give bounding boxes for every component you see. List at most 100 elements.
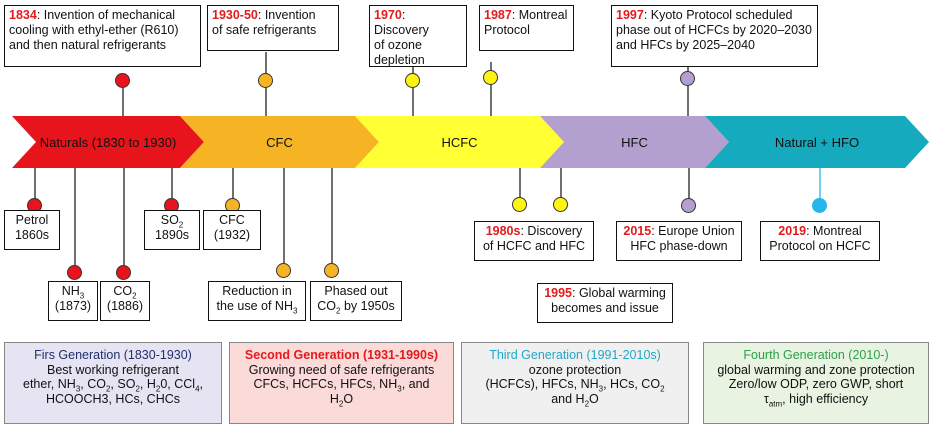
event-1980s-marker-b [553, 197, 568, 212]
chem-subscript: 3 [292, 306, 298, 316]
event-text: and HFCs by 2025–2040 [616, 38, 755, 52]
segment-naturals-label: Naturals (1830 to 1930) [39, 134, 177, 150]
segment-natural-hfo-arrow [705, 116, 929, 168]
chem-subscript: 2 [178, 220, 184, 230]
event-1980s-box: 1980s: Discovery of HCFC and HFC [474, 221, 594, 261]
event-year: 2015 [623, 224, 652, 238]
generation-3-panel: Third Generation (1991-2010s) ozone prot… [461, 342, 689, 424]
event-1987-marker [483, 70, 498, 85]
event-text: becomes and issue [551, 301, 659, 315]
event-1834-box: 1834: Invention of mechanical cooling wi… [4, 5, 201, 67]
event-text: : Global warming [572, 286, 666, 300]
event-text: (1873) [54, 299, 92, 313]
chem-subscript: 2 [132, 291, 137, 301]
generation-title: Fourth Generation (2010-) [743, 348, 889, 362]
event-text: : Invention [257, 8, 316, 22]
event-text: : Montreal [511, 8, 568, 22]
generation-text-part: , HCs, CO [603, 377, 661, 391]
nh3-box: NH3 (1873) [48, 281, 98, 321]
event-year: 1970 [374, 8, 402, 22]
event-text: CO [317, 299, 337, 313]
chem-formula: CO [113, 284, 133, 298]
co2-box: CO2 (1886) [100, 281, 150, 321]
chem-subscript: 2 [155, 384, 161, 394]
event-text: HFC phase-down [630, 239, 728, 253]
generation-text-part: CFCs, HCFCs, HFCs, NH [253, 377, 398, 391]
event-text: (1932) [213, 228, 251, 242]
generation-text-part: and H [551, 391, 585, 406]
event-1987-box: 1987: Montreal Protocol [479, 5, 574, 51]
event-2019-box: 2019: Montreal Protocol on HCFC [760, 221, 880, 261]
generation-text: Growing need of safe refrigerants [248, 362, 435, 377]
event-1997-marker [680, 71, 695, 86]
event-1995-box: 1995: Global warming becomes and issue [537, 283, 673, 323]
event-1970-marker [405, 73, 420, 88]
event-text: Phased out [324, 284, 388, 298]
segment-hcfc-label: HCFC [441, 134, 478, 150]
generation-title: Second Generation (1931-1990s) [244, 348, 439, 362]
event-text: Petrol [15, 213, 49, 227]
generation-text: and H2O [466, 391, 684, 408]
event-1970-box: 1970: Discovery of ozone depletion [369, 5, 467, 67]
generation-text-part: , and [401, 377, 430, 391]
event-text: : Discovery [374, 8, 429, 37]
generation-text: (HCFCs), HFCs, NH3, HCs, CO2 [466, 377, 684, 394]
reduction-box: Reduction in the use of NH3 [208, 281, 306, 321]
so2-box: SO2 1890s [144, 210, 200, 250]
event-year: 1980s [485, 224, 521, 238]
event-text: of HCFC and HFC [482, 239, 586, 253]
event-text: by 1950s [340, 299, 395, 313]
event-year: 1834 [9, 8, 37, 22]
event-text: Protocol [484, 23, 530, 37]
chem-subscript: 4 [195, 384, 200, 394]
generation-2-panel: Second Generation (1931-1990s) Growing n… [229, 342, 454, 424]
generation-text: ozone protection [528, 362, 622, 377]
generation-text: τatm, high efficiency [708, 391, 924, 408]
generation-text-part: O [343, 391, 354, 406]
generation-text-part: H [329, 391, 339, 406]
generation-text-part: (HCFCs), HFCs, NH [485, 377, 599, 391]
event-text: Reduction in [222, 284, 292, 298]
event-text: of ozone [374, 38, 422, 52]
cfc-box: CFC (1932) [203, 210, 261, 250]
chem-subscript: 2 [105, 384, 111, 394]
event-text: : Europe Union [651, 224, 735, 238]
event-text: : Invention of mechanical [36, 8, 176, 22]
event-2019-marker [812, 198, 827, 213]
event-text: : Montreal [806, 224, 862, 238]
event-1930-box: 1930-50: Invention of safe refrigerants [207, 5, 339, 51]
reduction-marker [276, 263, 291, 278]
event-year: 1987 [484, 8, 512, 22]
segment-cfc-arrow [180, 116, 379, 168]
segment-naturals-arrow [12, 116, 204, 168]
event-1834-marker [115, 73, 130, 88]
event-text: of safe refrigerants [212, 23, 317, 37]
generation-text-part: , high efficiency [782, 391, 869, 406]
event-text: : Kyoto Protocol scheduled [643, 8, 793, 22]
chem-subscript: atm [768, 399, 783, 408]
generation-text-part: , H [139, 377, 156, 391]
generation-text-part: ether, NH [23, 377, 76, 391]
event-year: 1930-50 [212, 8, 258, 22]
event-text: : Discovery [520, 224, 583, 238]
generation-text-part: O [589, 391, 599, 406]
event-text: and then natural refrigerants [9, 38, 167, 52]
generation-1-panel: Firs Generation (1830-1930) Best working… [4, 342, 222, 424]
chem-subscript: 3 [598, 384, 604, 394]
segment-hcfc-arrow [355, 116, 564, 168]
event-1997-box: 1997: Kyoto Protocol scheduled phase out… [611, 5, 818, 67]
event-1980s-marker-a [512, 197, 527, 212]
generation-text: HCOOCH3, HCs, CHCs [45, 391, 181, 406]
generation-text: global warming and zone protection [717, 362, 915, 377]
segment-cfc-label: CFC [266, 134, 293, 150]
chem-subscript: 2 [584, 399, 590, 408]
event-text: 1890s [154, 228, 190, 242]
generation-text: CFCs, HCFCs, HFCs, NH3, and [234, 377, 449, 393]
generation-text: H2O [234, 391, 449, 408]
event-text: depletion [374, 53, 425, 67]
phased-marker [324, 263, 339, 278]
segment-hfc-arrow [540, 116, 729, 168]
chem-formula: NH [61, 284, 80, 298]
event-2015-box: 2015: Europe Union HFC phase-down [616, 221, 742, 261]
